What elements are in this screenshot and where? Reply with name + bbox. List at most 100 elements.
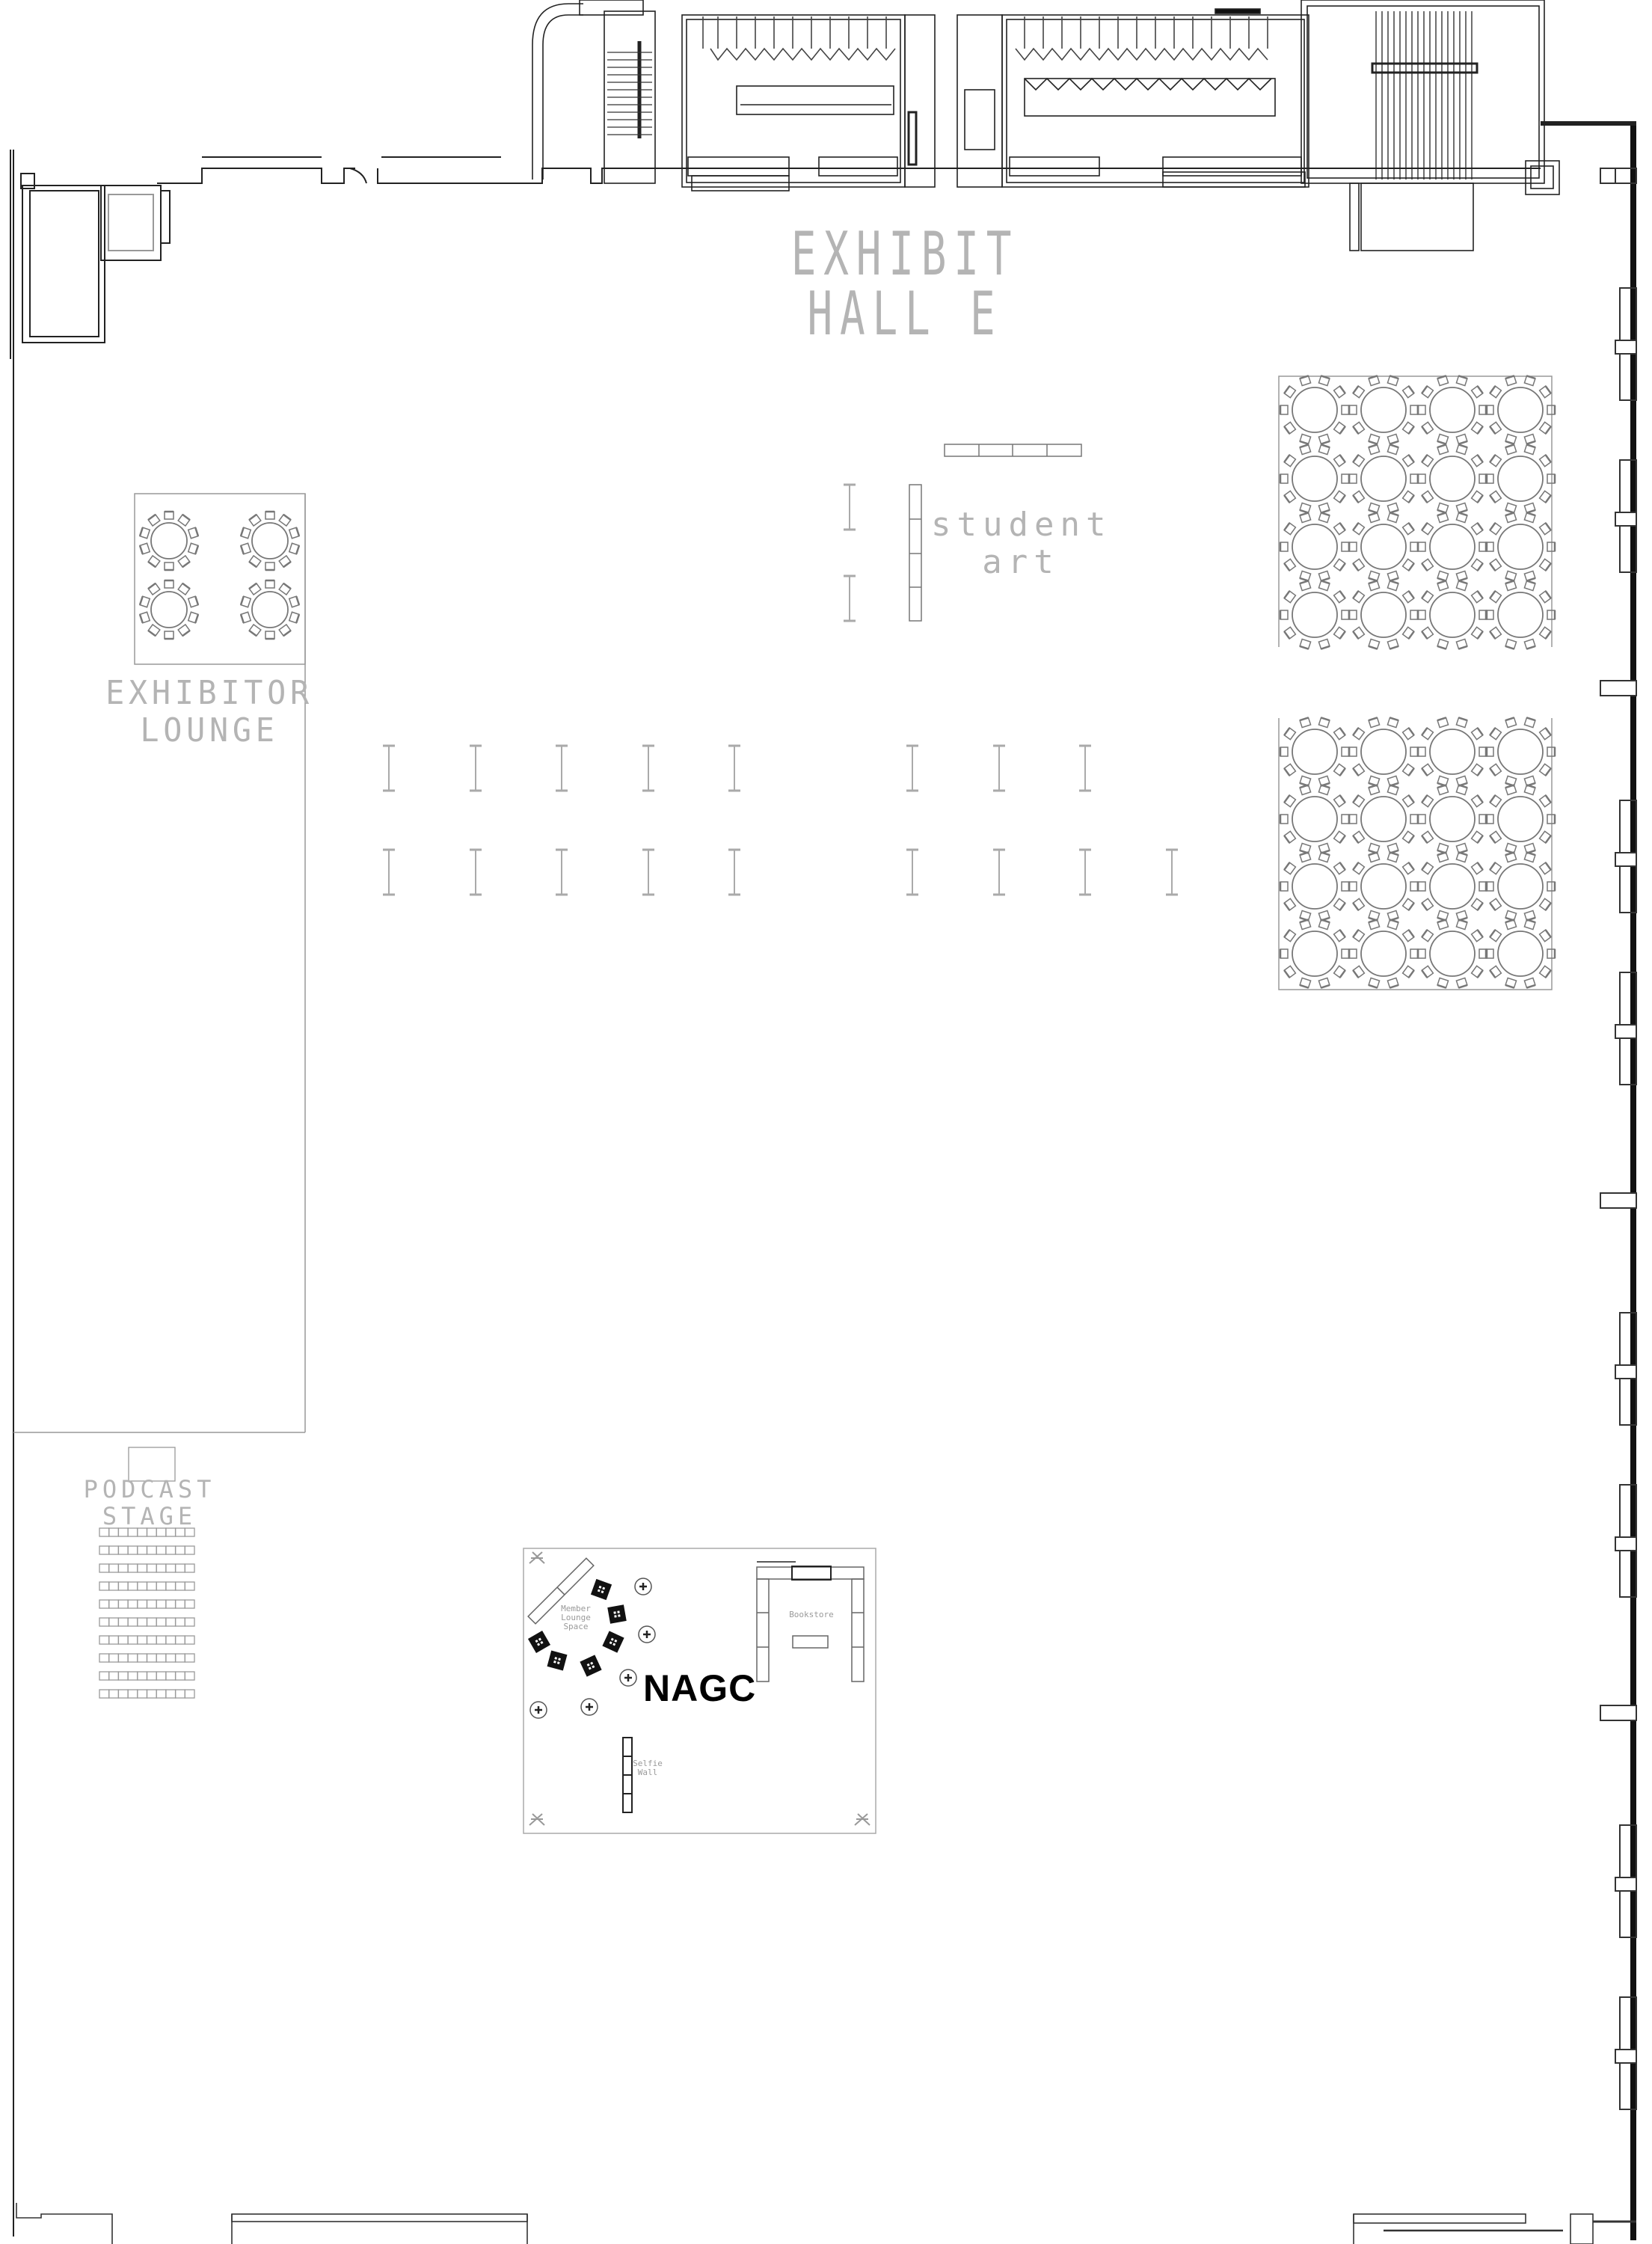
dining-area-upper xyxy=(1278,375,1555,649)
podcast-seat xyxy=(99,1653,110,1663)
podcast-seat xyxy=(99,1563,110,1573)
podcast-seat xyxy=(127,1635,138,1645)
podcast-seat xyxy=(137,1689,148,1699)
podcast-seat xyxy=(117,1599,129,1609)
podcast-seat xyxy=(156,1563,167,1573)
podcast-seat xyxy=(174,1653,185,1663)
student-art-panels xyxy=(842,444,1082,622)
podcast-seat xyxy=(165,1671,176,1681)
podcast-seat xyxy=(137,1617,148,1627)
podcast-seat xyxy=(137,1545,148,1555)
podcast-seat xyxy=(99,1689,110,1699)
podcast-seat xyxy=(127,1599,138,1609)
podcast-seat xyxy=(117,1617,129,1627)
exhibitor-lounge-label-line2: LOUNGE xyxy=(140,711,279,749)
podcast-seat xyxy=(117,1689,129,1699)
podcast-seat xyxy=(174,1563,185,1573)
podcast-seat xyxy=(184,1599,195,1609)
podcast-seat xyxy=(99,1545,110,1555)
podcast-seat xyxy=(146,1689,157,1699)
podcast-seat xyxy=(108,1671,120,1681)
podcast-seat xyxy=(165,1563,176,1573)
podcast-seat xyxy=(146,1671,157,1681)
bookstore-label: Bookstore xyxy=(789,1610,834,1619)
podcast-seat xyxy=(127,1545,138,1555)
podcast-seat xyxy=(174,1545,185,1555)
podcast-seat xyxy=(108,1617,120,1627)
lounge-round-table xyxy=(241,580,299,639)
podcast-seat xyxy=(127,1617,138,1627)
podcast-seat xyxy=(165,1689,176,1699)
podcast-seat xyxy=(184,1527,195,1537)
selfie-wall-line2: Wall xyxy=(637,1768,658,1778)
podcast-seat xyxy=(108,1635,120,1645)
bottom-wall xyxy=(16,2203,1636,2244)
podcast-seat xyxy=(146,1581,157,1591)
podcast-seat xyxy=(146,1599,157,1609)
podcast-seat xyxy=(117,1563,129,1573)
podcast-seat xyxy=(184,1635,195,1645)
podcast-seat xyxy=(184,1653,195,1663)
podcast-seat xyxy=(165,1635,176,1645)
podcast-seat xyxy=(99,1635,110,1645)
student-art-label-line2: art xyxy=(982,543,1060,581)
podcast-seat xyxy=(184,1545,195,1555)
podcast-seat xyxy=(127,1563,138,1573)
podcast-seat xyxy=(108,1563,120,1573)
student-art-label: student art xyxy=(931,509,1111,579)
podcast-seat xyxy=(117,1653,129,1663)
member-lounge-line1: Member xyxy=(561,1604,591,1613)
podcast-seat xyxy=(99,1581,110,1591)
podcast-seat xyxy=(117,1635,129,1645)
member-lounge-line3: Space xyxy=(563,1622,589,1632)
lounge-round-table xyxy=(241,512,299,570)
podcast-seat xyxy=(174,1635,185,1645)
podcast-seat xyxy=(108,1545,120,1555)
podcast-seat xyxy=(127,1581,138,1591)
podcast-seat xyxy=(184,1617,195,1627)
restroom-block xyxy=(532,0,1560,251)
member-lounge-label: Member Lounge Space xyxy=(557,1604,595,1631)
nagc-booth-title: NAGC xyxy=(643,1667,757,1709)
podcast-seat xyxy=(127,1671,138,1681)
podcast-seat xyxy=(127,1653,138,1663)
student-art-label-line1: student xyxy=(931,506,1112,544)
podcast-seat xyxy=(165,1581,176,1591)
member-lounge-line2: Lounge xyxy=(561,1613,591,1623)
podcast-seat xyxy=(146,1545,157,1555)
podcast-seat xyxy=(146,1617,157,1627)
podcast-seat xyxy=(156,1653,167,1663)
selfie-wall-label: Selfie Wall xyxy=(633,1759,663,1777)
podcast-seat xyxy=(108,1653,120,1663)
exhibitor-lounge-label-line1: EXHIBITOR xyxy=(105,674,313,712)
podcast-stage-label-line2: STAGE xyxy=(102,1502,197,1530)
podcast-seat xyxy=(165,1599,176,1609)
podcast-seat xyxy=(174,1689,185,1699)
podcast-seat xyxy=(108,1581,120,1591)
podcast-seat xyxy=(184,1671,195,1681)
lounge-round-table xyxy=(140,580,198,639)
hall-walls xyxy=(10,121,1636,2240)
podcast-seat xyxy=(137,1653,148,1663)
podcast-seat xyxy=(184,1581,195,1591)
podcast-seat xyxy=(174,1599,185,1609)
podcast-seat xyxy=(156,1545,167,1555)
podcast-seat xyxy=(137,1563,148,1573)
podcast-seat xyxy=(146,1563,157,1573)
podcast-seat xyxy=(137,1635,148,1645)
podcast-seat xyxy=(108,1599,120,1609)
podcast-seat xyxy=(137,1581,148,1591)
podcast-seat xyxy=(137,1671,148,1681)
podcast-seat xyxy=(146,1653,157,1663)
booth-pipe-drape-rows xyxy=(381,744,1179,896)
right-wall-windows xyxy=(1600,168,1637,2110)
podcast-seat xyxy=(184,1689,195,1699)
podcast-seat xyxy=(174,1617,185,1627)
podcast-seat xyxy=(108,1689,120,1699)
podcast-seat xyxy=(156,1689,167,1699)
dining-area-lower xyxy=(1278,717,1555,990)
podcast-seat xyxy=(156,1599,167,1609)
podcast-seat xyxy=(99,1671,110,1681)
podcast-seat xyxy=(117,1581,129,1591)
podcast-seat xyxy=(99,1617,110,1627)
